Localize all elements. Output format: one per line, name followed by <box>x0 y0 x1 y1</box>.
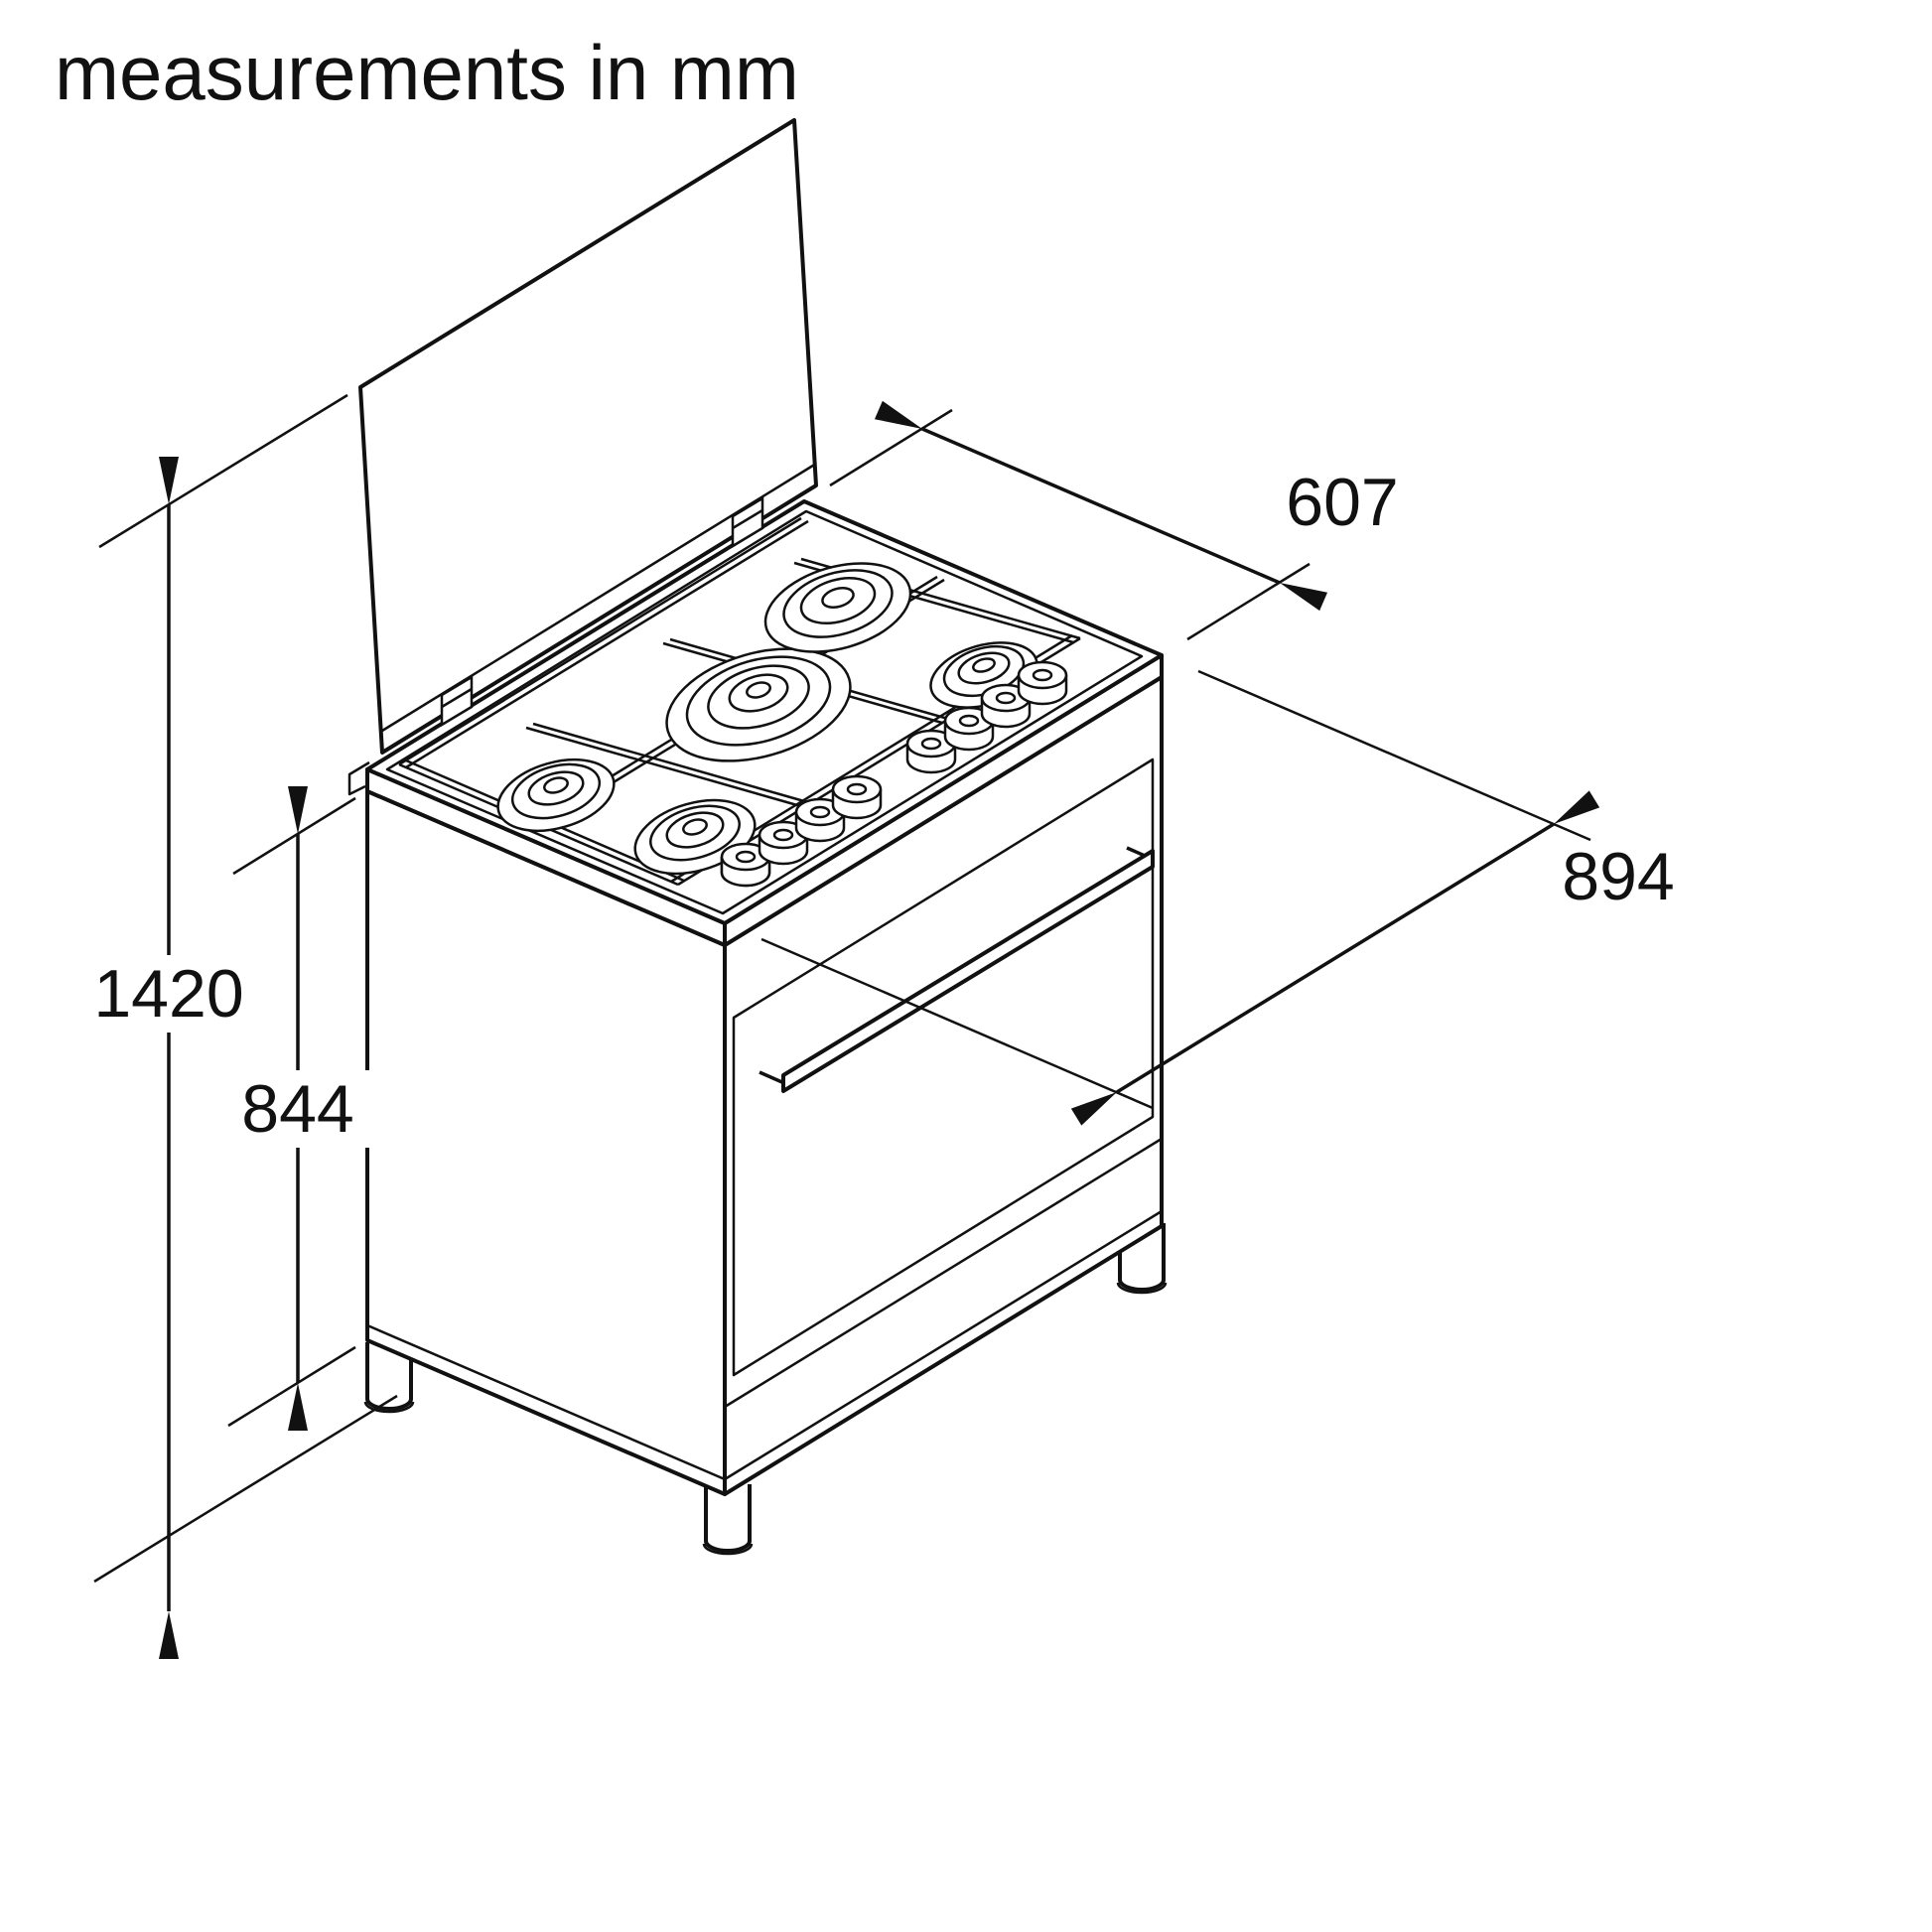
control-knob <box>1017 660 1068 706</box>
dimension-depth-arrow <box>874 400 1328 612</box>
page-title: measurements in mm <box>55 29 799 116</box>
dimension-labels: 1420 844 607 894 <box>77 465 1675 1148</box>
burner-left-back <box>496 758 616 833</box>
dimension-height-worktop-label: 844 <box>241 1071 353 1147</box>
control-knob <box>905 729 957 774</box>
control-knob <box>720 842 771 888</box>
drawer-front-line <box>724 1137 1163 1409</box>
leg-left <box>363 1342 415 1414</box>
control-knobs <box>720 660 1068 888</box>
legs <box>363 1223 1168 1556</box>
dimension-depth-label: 607 <box>1286 465 1398 540</box>
hinge-left <box>440 674 474 728</box>
burner-center-wok <box>665 647 852 762</box>
dimension-width-arrow <box>1070 790 1600 1126</box>
hinge-right <box>731 495 764 549</box>
dimension-width-label: 894 <box>1562 839 1674 914</box>
leg-front <box>702 1484 754 1556</box>
lid-hinges <box>440 495 764 728</box>
dimension-height-total-label: 1420 <box>93 956 243 1032</box>
control-knob <box>831 774 883 820</box>
control-knob <box>794 797 846 843</box>
